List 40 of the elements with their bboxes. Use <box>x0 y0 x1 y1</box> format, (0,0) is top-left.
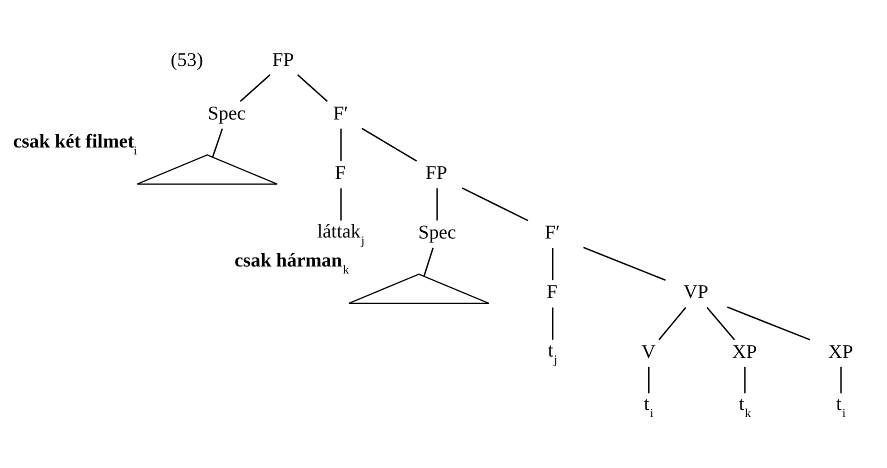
connector <box>658 307 686 340</box>
node-text: t$_{k}$ <box>738 394 751 420</box>
label: (53) <box>170 50 204 71</box>
node-text: t$_{i}$ <box>836 394 846 420</box>
connector <box>648 366 650 394</box>
connector <box>706 307 736 340</box>
node-text: FP <box>272 50 294 71</box>
node-text: t$_{j}$ <box>548 340 558 367</box>
node-text: Spec <box>418 222 456 244</box>
node-label: csak két filmet$_{i}$ <box>13 131 137 158</box>
node-text: t$_{i}$ <box>644 394 654 420</box>
node-text: F <box>546 282 558 304</box>
connector <box>340 188 342 221</box>
connector <box>840 366 842 394</box>
connector <box>240 74 270 102</box>
node-triangle <box>136 154 278 185</box>
connector <box>744 366 746 394</box>
node-triangle <box>348 273 490 304</box>
node-text: FP <box>426 163 448 184</box>
node-label: csak hárman$_{k}$ <box>234 250 349 277</box>
node-text: VP <box>683 282 708 304</box>
connector <box>297 74 328 102</box>
node-text: láttak$_{j}$ <box>317 221 364 248</box>
node-text: F′ <box>544 222 560 244</box>
connector <box>361 128 417 162</box>
connector <box>552 308 554 340</box>
node-text: V <box>641 342 656 363</box>
connector <box>212 128 224 158</box>
node-text: XP <box>732 342 758 363</box>
connector <box>552 248 554 280</box>
connector <box>423 248 434 276</box>
connector <box>340 128 342 161</box>
node-text: F <box>334 163 346 184</box>
node-text: Spec <box>208 103 246 124</box>
node-text: F′ <box>333 103 348 124</box>
connector <box>583 246 666 281</box>
connector <box>436 188 438 221</box>
node-text: XP <box>828 342 854 363</box>
connector <box>727 306 810 340</box>
connector <box>462 187 528 222</box>
